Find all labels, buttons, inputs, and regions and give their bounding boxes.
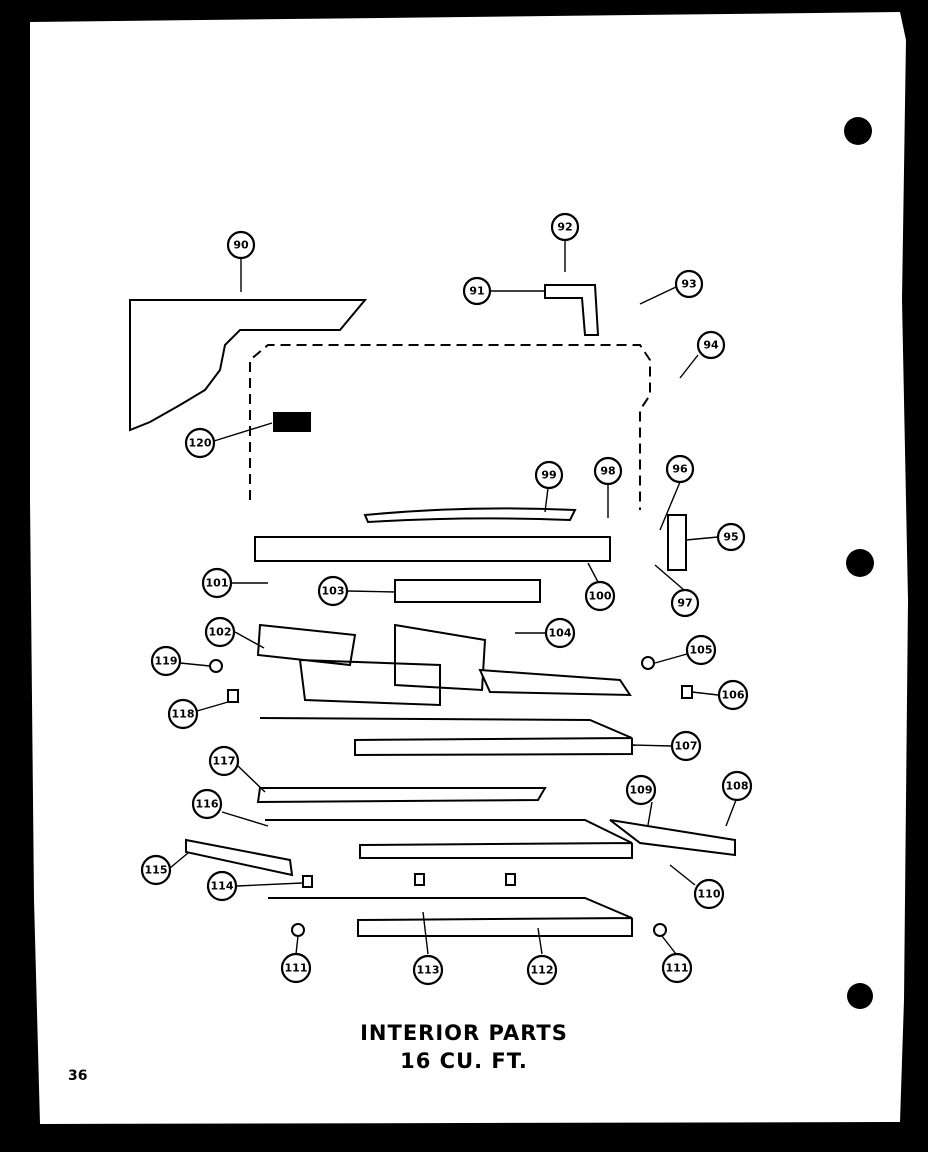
callout-101: 101 — [201, 567, 233, 599]
small-clip — [505, 873, 516, 886]
leader-lines — [169, 240, 737, 955]
callout-label: 108 — [726, 780, 749, 793]
small-clip — [641, 656, 655, 670]
callout-118: 118 — [167, 698, 199, 730]
glass-shelf-116 — [265, 819, 633, 859]
shelf-rail — [363, 507, 577, 524]
callout-label: 94 — [703, 339, 719, 352]
callout-100: 100 — [584, 580, 616, 612]
callout-103: 103 — [317, 575, 349, 607]
callout-label: 95 — [723, 531, 738, 544]
shelf-trim-117 — [256, 787, 547, 804]
callout-label: 100 — [589, 590, 612, 603]
callout-97: 97 — [670, 588, 700, 618]
callout-113: 113 — [412, 954, 444, 986]
callout-108: 108 — [721, 770, 753, 802]
glass-shelf-113 — [268, 897, 633, 937]
callout-label: 103 — [322, 585, 345, 598]
binder-hole — [847, 983, 873, 1009]
small-clip — [414, 873, 425, 886]
callout-label: 98 — [600, 465, 615, 478]
callout-label: 113 — [417, 964, 440, 977]
shelf-channel — [394, 579, 541, 603]
callout-94: 94 — [696, 330, 726, 360]
small-clip — [681, 685, 693, 699]
liner-outline — [249, 344, 651, 510]
callout-91: 91 — [462, 276, 492, 306]
small-clip — [209, 659, 223, 673]
callout-105: 105 — [685, 634, 717, 666]
small-clip — [302, 875, 313, 888]
callout-116: 116 — [191, 788, 223, 820]
callout-label: 99 — [541, 469, 556, 482]
small-clip — [291, 923, 305, 937]
paper-background — [30, 12, 908, 1124]
callout-106: 106 — [717, 679, 749, 711]
callout-label: 112 — [531, 964, 554, 977]
callout-label: 117 — [213, 755, 236, 768]
glass-shelf-107 — [259, 717, 633, 757]
callout-111: 111 — [280, 952, 312, 984]
callout-label: 119 — [155, 655, 178, 668]
callout-96: 96 — [665, 454, 695, 484]
callout-120: 120 — [184, 427, 216, 459]
callout-label: 92 — [557, 221, 572, 234]
shelf-bracket — [667, 514, 687, 571]
callout-99: 99 — [534, 460, 564, 490]
callout-label: 114 — [211, 880, 234, 893]
diagram-title: INTERIOR PARTS — [360, 1021, 568, 1045]
cabinet-cutaway — [129, 299, 368, 432]
callout-90: 90 — [226, 230, 256, 260]
callout-label: 120 — [189, 437, 212, 450]
callout-92: 92 — [550, 212, 580, 242]
vent-grille — [273, 412, 311, 432]
page-number: 36 — [68, 1068, 88, 1084]
callout-label: 97 — [677, 597, 692, 610]
callout-label: 90 — [233, 239, 249, 252]
callout-119: 119 — [150, 645, 182, 677]
callout-115: 115 — [140, 854, 172, 886]
callout-98: 98 — [593, 456, 623, 486]
callout-102: 102 — [204, 616, 236, 648]
callout-label: 111 — [666, 962, 689, 975]
crisper-cover — [254, 536, 611, 562]
callout-107: 107 — [670, 730, 702, 762]
callout-label: 111 — [285, 962, 308, 975]
callout-label: 105 — [690, 644, 713, 657]
callout-label: 93 — [681, 278, 696, 291]
callout-label: 104 — [549, 627, 572, 640]
callout-109: 109 — [625, 774, 657, 806]
callout-104: 104 — [544, 617, 576, 649]
callout-label: 115 — [145, 864, 168, 877]
callout-114: 114 — [206, 870, 238, 902]
binder-hole — [844, 117, 872, 145]
callout-117: 117 — [208, 745, 240, 777]
callout-110: 110 — [693, 878, 725, 910]
crisper-tray — [478, 668, 632, 697]
callout-95: 95 — [716, 522, 746, 552]
callout-label: 118 — [172, 708, 195, 721]
small-clip — [227, 689, 239, 703]
binder-hole — [846, 549, 874, 577]
small-clip — [653, 923, 667, 937]
shelf-support-115 — [185, 838, 294, 877]
diagram-subtitle: 16 CU. FT. — [400, 1049, 528, 1073]
shelf-support-109 — [609, 819, 736, 857]
callout-label: 96 — [672, 463, 688, 476]
wire-basket — [256, 623, 487, 707]
hinge-bracket — [544, 284, 600, 336]
callout-111: 111 — [661, 952, 693, 984]
callout-label: 101 — [206, 577, 229, 590]
callout-label: 106 — [722, 689, 745, 702]
callout-label: 107 — [675, 740, 698, 753]
callout-label: 110 — [698, 888, 721, 901]
callout-112: 112 — [526, 954, 558, 986]
callout-label: 102 — [209, 626, 232, 639]
callout-label: 116 — [196, 798, 219, 811]
callout-93: 93 — [674, 269, 704, 299]
callout-label: 109 — [630, 784, 653, 797]
callout-label: 91 — [469, 285, 484, 298]
